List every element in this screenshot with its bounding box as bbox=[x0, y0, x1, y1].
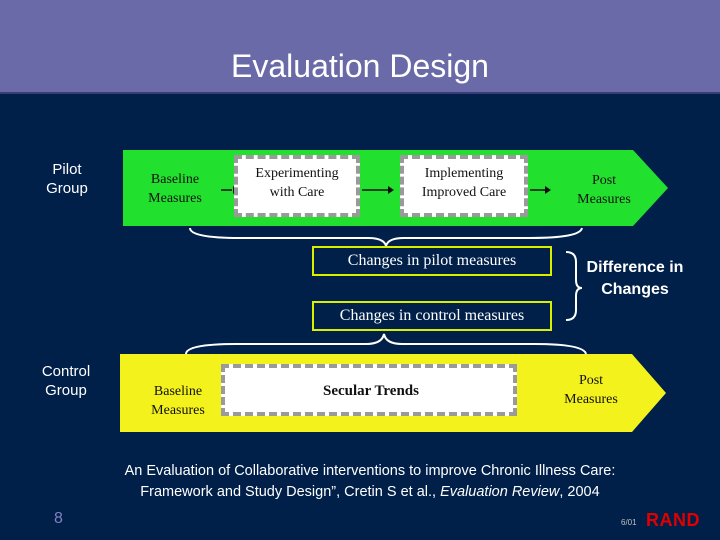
slide-code: 6/01 bbox=[621, 518, 637, 527]
pilot-stage-implementing: Implementing Improved Care bbox=[421, 166, 507, 200]
pilot-stage-implementing-box bbox=[400, 155, 528, 217]
citation-journal: Evaluation Review bbox=[440, 484, 560, 500]
difference-brace bbox=[565, 251, 583, 321]
pilot-stage-experimenting: Experimenting with Care bbox=[255, 166, 339, 200]
control-stage-baseline: Baseline Measures bbox=[151, 384, 205, 418]
pilot-changes-box: Changes in pilot measures bbox=[312, 246, 552, 276]
control-stage-secular-box bbox=[221, 364, 517, 416]
control-stage-post: Post Measures bbox=[564, 373, 618, 407]
citation-suffix: , 2004 bbox=[559, 484, 600, 500]
control-brace bbox=[185, 333, 587, 355]
pilot-group-label: Pilot Group bbox=[46, 161, 88, 197]
rand-logo: RAND bbox=[646, 510, 700, 530]
difference-in-changes: Difference in Changes bbox=[586, 259, 684, 298]
citation-line-1: An Evaluation of Collaborative intervent… bbox=[124, 463, 616, 479]
pilot-brace bbox=[189, 227, 583, 247]
citation-line-2: Framework and Study Design”, Cretin S et… bbox=[60, 482, 680, 503]
pilot-connector-3-head bbox=[545, 186, 551, 194]
citation: An Evaluation of Collaborative intervent… bbox=[60, 461, 680, 503]
control-group-label: Control Group bbox=[41, 363, 91, 399]
page-title: Evaluation Design bbox=[231, 48, 489, 84]
control-stage-secular-trends: Secular Trends bbox=[323, 383, 419, 399]
pilot-stage-experimenting-box bbox=[234, 155, 360, 217]
pilot-stage-baseline: Baseline Measures bbox=[148, 172, 202, 206]
citation-prefix: Framework and Study Design”, Cretin S et… bbox=[140, 484, 441, 500]
title-divider bbox=[0, 92, 720, 94]
control-changes-box: Changes in control measures bbox=[312, 301, 552, 331]
pilot-connector-2-head bbox=[388, 186, 394, 194]
page-number: 8 bbox=[54, 510, 63, 527]
pilot-stage-post: Post Measures bbox=[577, 173, 631, 207]
title-band bbox=[0, 0, 720, 92]
